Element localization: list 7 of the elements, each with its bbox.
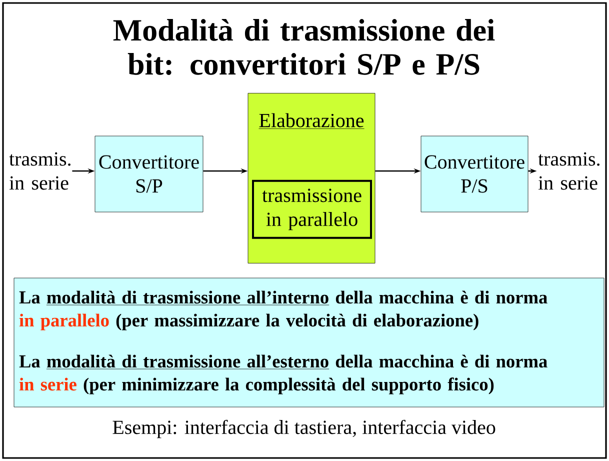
title: Modalità di trasmissione dei bit: convertitori S/P e P/S [113, 19, 495, 75]
note-box: La modalità di trasmissione all’interno della macchina è di norma in parallelo (per massimizzare la velocità di elaborazione) La modalità di trasmissione all’esterno della macchina è di norma in serie (per minimizzare la complessità del supporto fisico) [14, 278, 604, 408]
converter-box: Convertitore S/P [94, 136, 204, 212]
signal-text: trasmis. in serie [9, 152, 70, 190]
converter-box: Convertitore P/S [420, 136, 528, 212]
parallel-box: trasmissione in parallelo [252, 180, 372, 239]
signal-text: trasmis. in serie [538, 152, 600, 190]
